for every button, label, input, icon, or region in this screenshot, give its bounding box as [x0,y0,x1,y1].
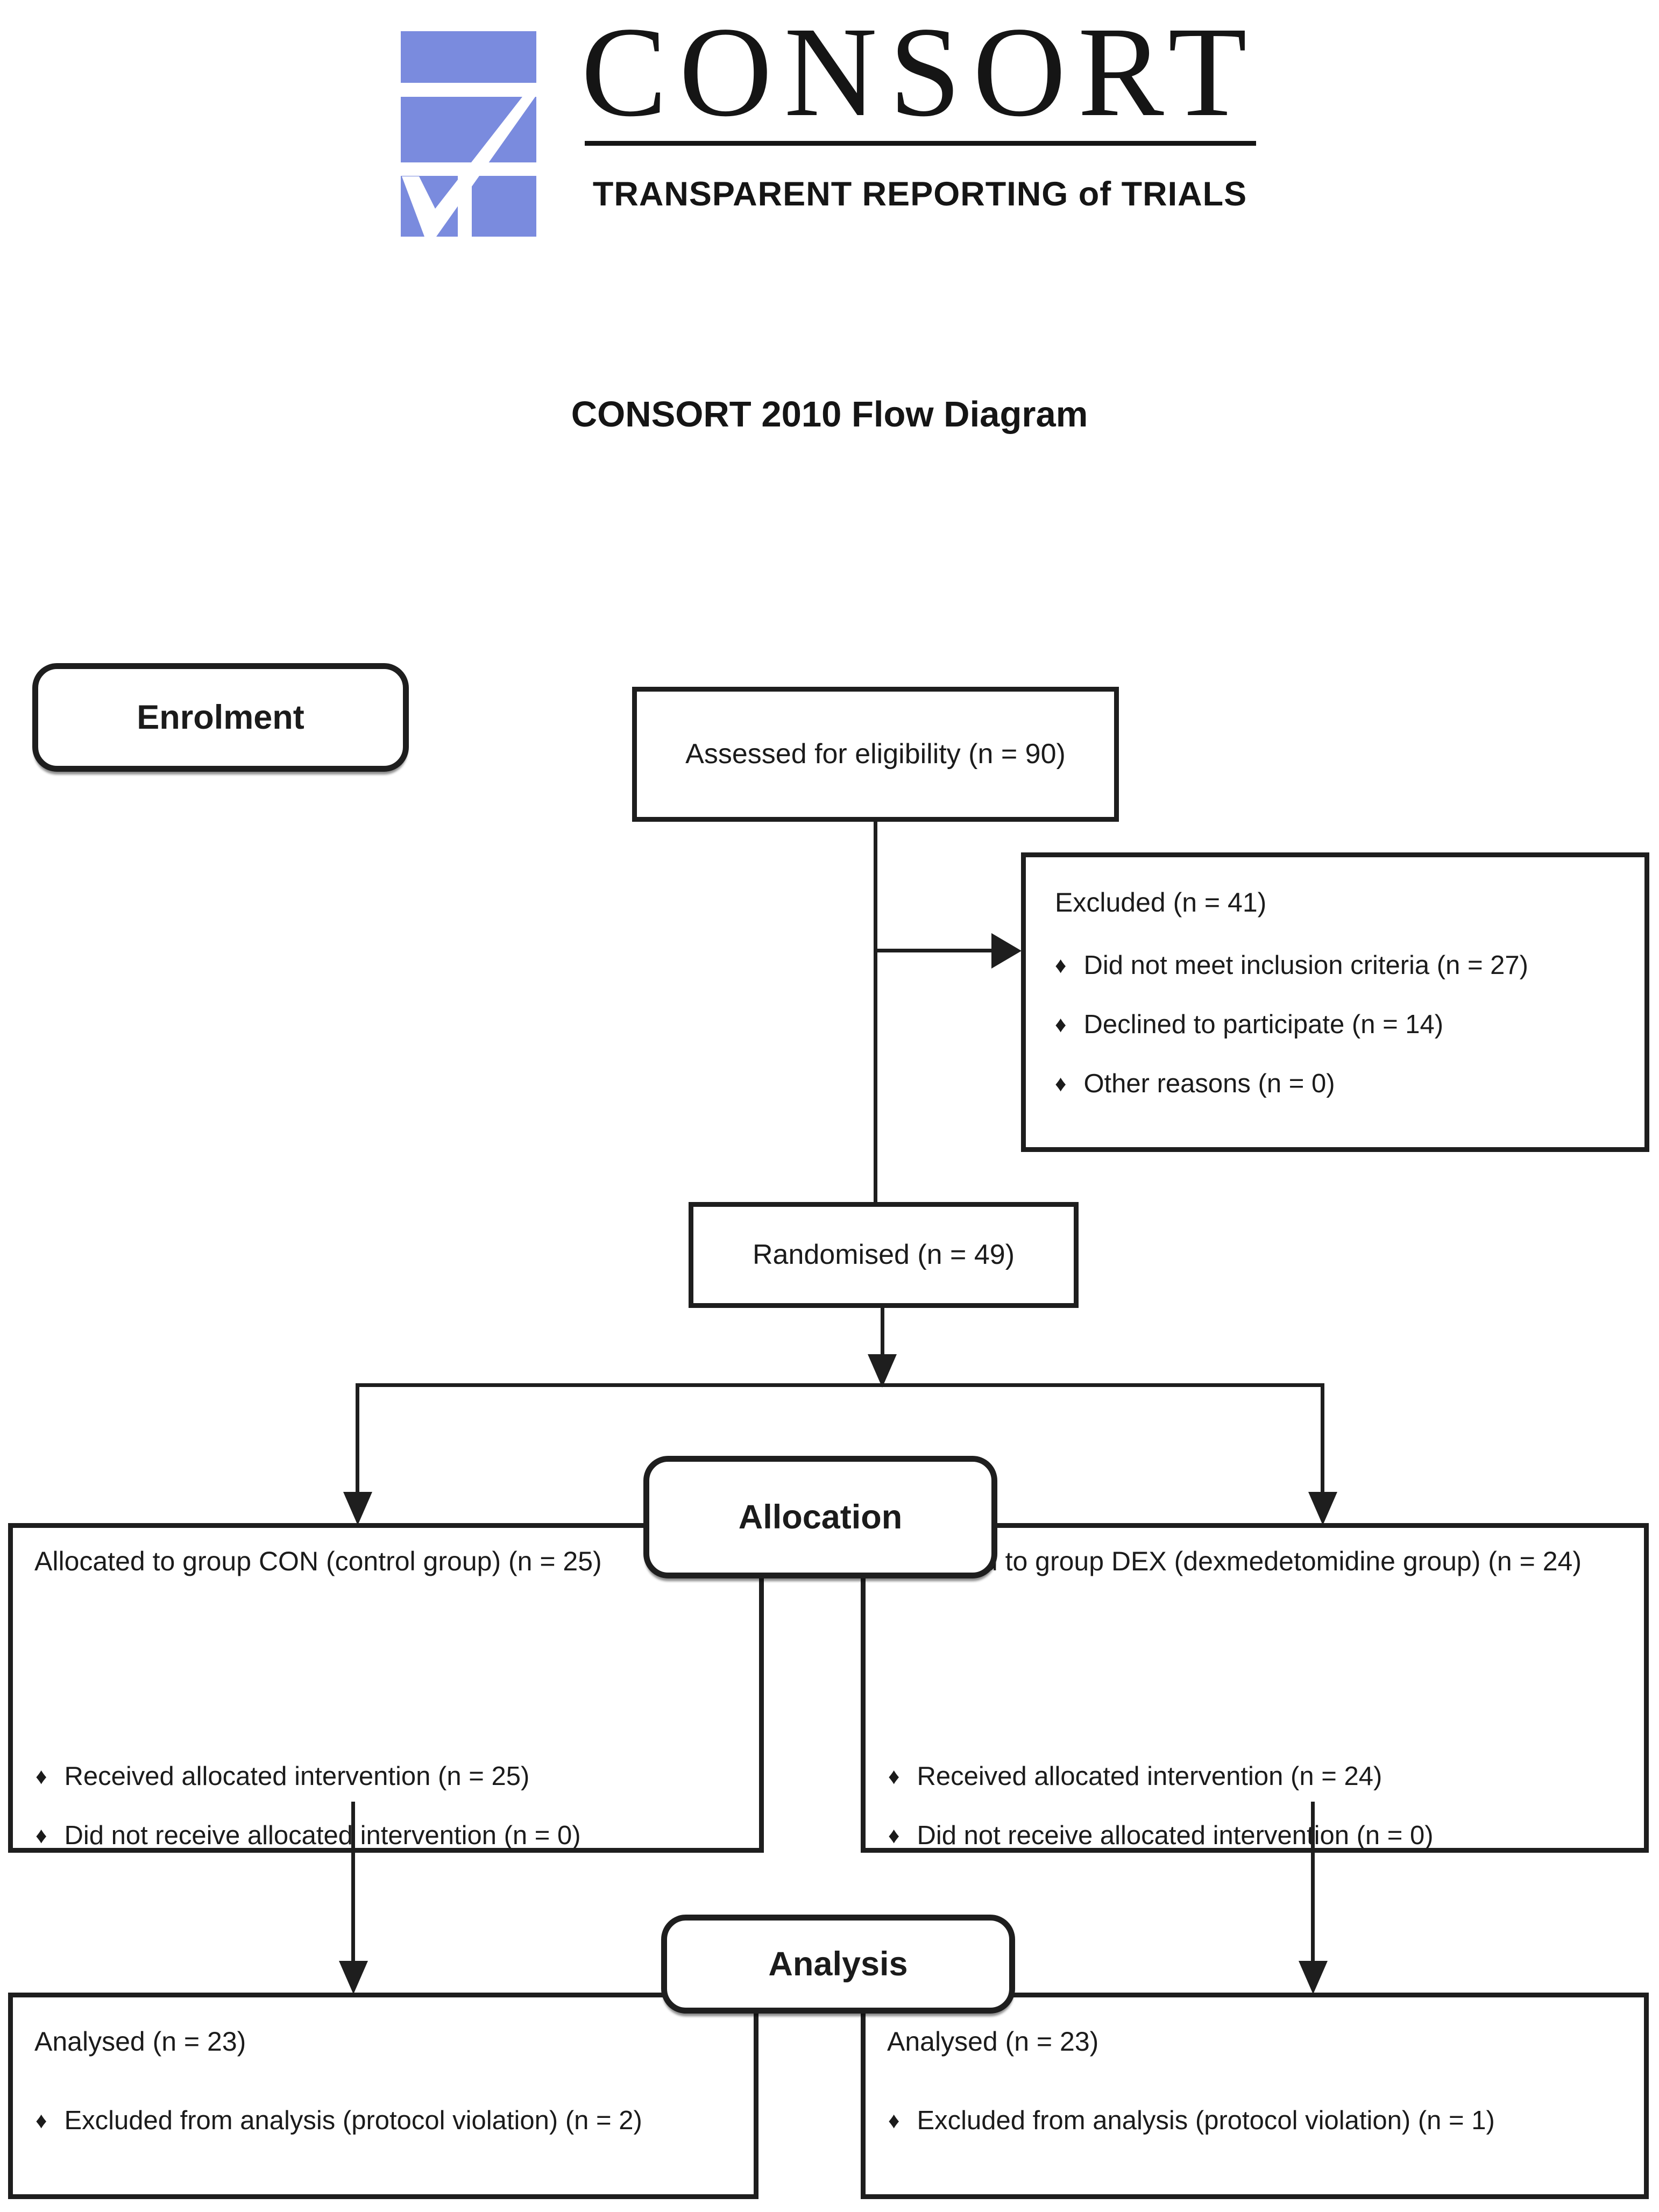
bullet-item: ♦ Did not meet inclusion criteria (n = 2… [1055,948,1628,983]
assessed-box: Assessed for eligibility (n = 90) [632,687,1119,822]
excluded-title: Excluded (n = 41) [1055,887,1267,917]
diamond-bullet-icon: ♦ [1055,952,1067,978]
allocation-stage-box: Allocation [643,1456,997,1578]
excluded-box: Excluded (n = 41) ♦ Did not meet inclusi… [1021,852,1649,1152]
consort-tagline: TRANSPARENT REPORTING of TRIALS [592,175,1247,213]
connector-to-excluded [875,949,995,952]
arrowhead-down-icon [1308,1492,1337,1525]
allocated-dex-box: Allocated to group DEX (dexmedetomidine … [861,1523,1649,1853]
arrowhead-down-icon [1299,1961,1328,1994]
randomised-box: Randomised (n = 49) [689,1202,1079,1308]
bullet-item: ♦ Excluded from analysis (protocol viola… [36,2103,739,2138]
enrolment-stage-box: Enrolment [32,663,409,772]
randomised-text: Randomised (n = 49) [752,1239,1015,1271]
allocated-con-title: Allocated to group CON (control group) (… [34,1546,602,1576]
bullet-item: ♦ Did not receive allocated intervention… [36,1818,744,1853]
allocated-dex-title: Allocated to group DEX (dexmedetomidine … [887,1546,1582,1576]
allocated-con-box: Allocated to group CON (control group) (… [8,1523,764,1853]
diamond-bullet-icon: ♦ [888,1823,900,1848]
connector-con-to-analysis [351,1802,355,1963]
checkmark-icon [402,97,535,237]
bullet-item: ♦ Received allocated intervention (n = 2… [36,1759,744,1794]
connector-assessed-to-randomised [874,819,877,1203]
logo-divider [585,141,1256,146]
arrowhead-down-icon [868,1354,897,1388]
connector-randomised-to-branch [881,1306,884,1356]
arrowhead-right-icon [991,933,1022,969]
analysed-dex-title: Analysed (n = 23) [887,2026,1099,2057]
connector-branch-to-con [356,1383,359,1493]
arrowhead-down-icon [339,1961,368,1994]
arrowhead-down-icon [343,1492,372,1525]
allocation-stage-label: Allocation [738,1498,903,1536]
consort-wordmark: CONSORT [581,0,1259,143]
diamond-bullet-icon: ♦ [1055,1070,1067,1096]
analysis-stage-label: Analysis [768,1945,908,1983]
analysed-con-title: Analysed (n = 23) [34,2026,246,2057]
diamond-bullet-icon: ♦ [36,2108,47,2133]
page-title: CONSORT 2010 Flow Diagram [571,394,1088,435]
bullet-item: ♦ Did not receive allocated intervention… [888,1818,1629,1853]
enrolment-stage-label: Enrolment [137,699,304,736]
connector-branch-to-dex [1321,1383,1324,1493]
diamond-bullet-icon: ♦ [888,1763,900,1789]
bullet-item: ♦ Received allocated intervention (n = 2… [888,1759,1629,1794]
connector-dex-to-analysis [1311,1802,1315,1963]
diamond-bullet-icon: ♦ [36,1823,47,1848]
bullet-item: ♦ Excluded from analysis (protocol viola… [888,2103,1629,2138]
assessed-text: Assessed for eligibility (n = 90) [685,738,1066,770]
analysis-stage-box: Analysis [661,1915,1015,2014]
branch-line-allocation [356,1383,1324,1387]
analysed-dex-box: Analysed (n = 23) ♦ Excluded from analys… [861,1993,1649,2199]
diamond-bullet-icon: ♦ [888,2108,900,2133]
diamond-bullet-icon: ♦ [36,1763,47,1789]
diamond-bullet-icon: ♦ [1055,1011,1067,1037]
analysed-con-box: Analysed (n = 23) ♦ Excluded from analys… [8,1993,758,2199]
bullet-item: ♦ Declined to participate (n = 14) [1055,1007,1628,1042]
bullet-item: ♦ Other reasons (n = 0) [1055,1066,1628,1101]
consort-logo-mark [401,31,536,237]
